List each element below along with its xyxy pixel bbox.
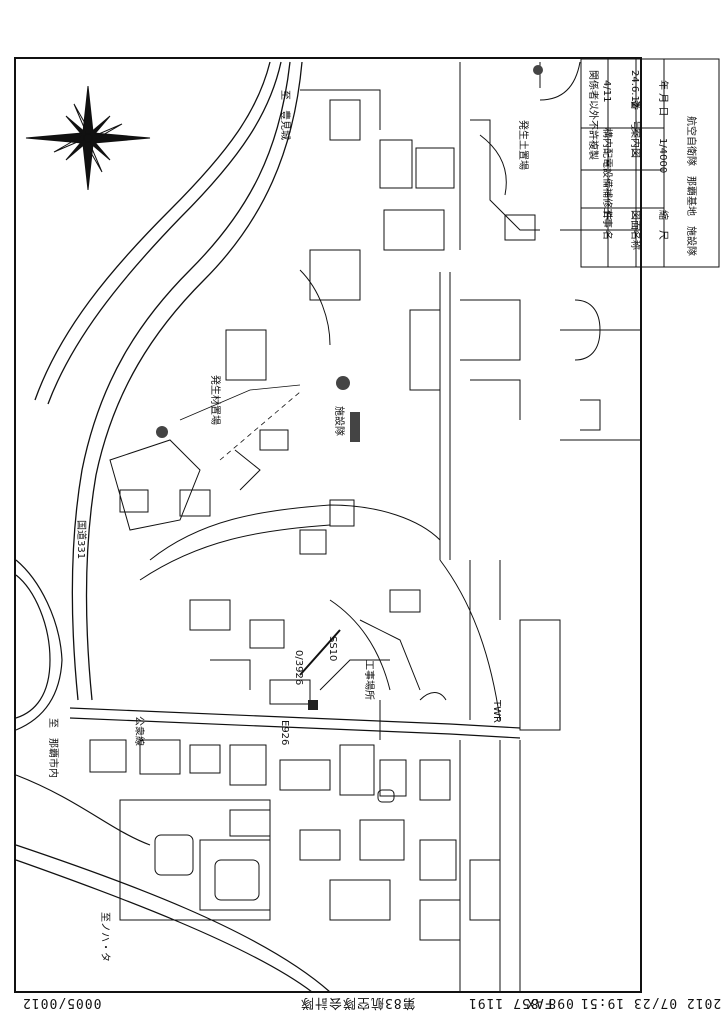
label-road-south: 至 那覇市内 xyxy=(47,718,60,778)
title-date-label: 年 月 日 xyxy=(657,80,670,116)
fax-label: FAX xyxy=(526,995,553,1010)
fax-header: 0005/0012 第83航空隊会計隊 098 857 1191 FAX 201… xyxy=(0,995,724,1023)
main-road xyxy=(69,707,521,739)
title-row-1-label: 件 名 xyxy=(601,210,614,240)
label-road-south-2: 至ノハ・タ xyxy=(99,912,111,962)
buildings-south xyxy=(89,700,521,992)
map-text: 至 豊見城 国道331 至 那覇市内 至ノハ・タ 発生土置場 発生材置場 施設隊… xyxy=(47,90,530,962)
label-spoil-site-1: 発生土置場 xyxy=(517,120,530,170)
title-block xyxy=(580,58,720,268)
label-cable-3: E926 xyxy=(279,720,290,745)
fax-page: 0005/0012 xyxy=(22,995,102,1010)
loop-road xyxy=(15,559,63,731)
fax-sender: 第83航空隊会計隊 xyxy=(300,995,416,1010)
title-row-3-value: 1/4000 xyxy=(657,138,668,173)
buildings-north xyxy=(225,89,540,420)
fax-number: 098 857 1191 xyxy=(468,995,574,1010)
site-markers xyxy=(156,65,543,710)
title-row-2-value: 案内図 xyxy=(629,128,642,158)
title-number-value: 4/11 xyxy=(601,80,612,102)
leader-lines xyxy=(179,384,301,461)
title-row-3-label: 縮 尺 xyxy=(657,210,670,240)
highway-south xyxy=(15,774,331,993)
label-cable-2: 0/3926 xyxy=(293,650,304,685)
map-frame xyxy=(14,57,642,993)
label-twr: TWR xyxy=(491,699,502,723)
compass-rose-icon xyxy=(25,85,151,191)
label-road-north: 至 豊見城 xyxy=(279,90,292,140)
label-route: 工事場所 xyxy=(363,660,376,700)
title-header-note: 関係者以外不許複製 xyxy=(587,70,600,160)
label-cable-1: SS10 xyxy=(327,636,338,661)
label-road-public: 公衆線 xyxy=(133,716,146,746)
title-number-label: 番 号 xyxy=(629,100,641,130)
label-spoil-site-2: 発生材置場 xyxy=(209,375,222,425)
fax-datetime: 2012 07/23 19:51 xyxy=(580,995,722,1010)
title-owner: 航空自衛隊 那覇基地 施設隊 xyxy=(685,116,698,256)
label-work-site: 施設隊 xyxy=(333,406,346,436)
highway-331 xyxy=(34,61,303,701)
title-block-text: 関係者以外不許複製 件 名 構内配電設備補修工事 図面名称 案内図 縮 尺 1/… xyxy=(587,70,698,256)
title-date-value: 24.6.12 xyxy=(629,70,640,108)
title-row-1-value: 構内配電設備補修工事 xyxy=(601,128,614,228)
runway-area xyxy=(439,61,640,731)
label-route-331: 国道331 xyxy=(75,520,88,559)
title-row-2-label: 図面名称 xyxy=(629,210,642,250)
buildings-central xyxy=(109,429,501,721)
